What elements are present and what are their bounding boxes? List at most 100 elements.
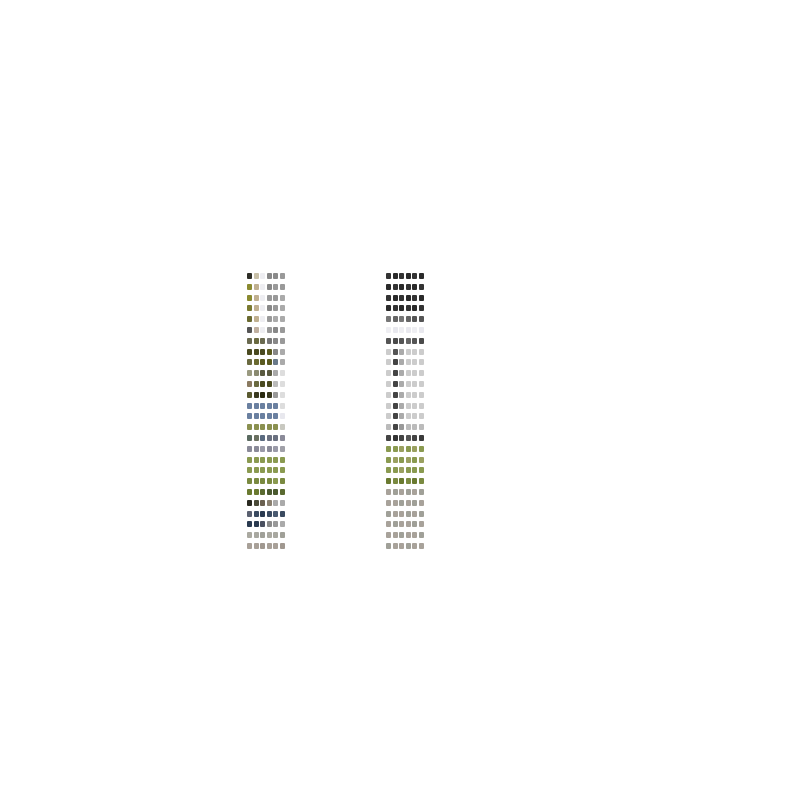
thumbnail-tile[interactable] bbox=[273, 294, 279, 301]
thumbnail-tile[interactable] bbox=[260, 521, 266, 528]
thumbnail-tile[interactable] bbox=[266, 283, 272, 290]
thumbnail-tile[interactable] bbox=[386, 510, 391, 517]
thumbnail-tile[interactable] bbox=[253, 521, 259, 528]
thumbnail-tile[interactable] bbox=[279, 370, 285, 377]
thumbnail-tile[interactable] bbox=[247, 499, 252, 506]
thumbnail-tile[interactable] bbox=[405, 348, 411, 355]
thumbnail-tile[interactable] bbox=[279, 434, 285, 441]
thumbnail-tile[interactable] bbox=[247, 359, 252, 366]
thumbnail-tile[interactable] bbox=[279, 391, 285, 398]
thumbnail-tile[interactable] bbox=[260, 370, 266, 377]
thumbnail-tile[interactable] bbox=[273, 337, 279, 344]
thumbnail-tile[interactable] bbox=[273, 510, 279, 517]
thumbnail-tile[interactable] bbox=[260, 510, 266, 517]
thumbnail-tile[interactable] bbox=[386, 326, 391, 333]
thumbnail-tile[interactable] bbox=[399, 273, 405, 279]
thumbnail-tile[interactable] bbox=[247, 402, 252, 409]
thumbnail-tile[interactable] bbox=[260, 445, 266, 452]
thumbnail-tile[interactable] bbox=[418, 456, 424, 463]
thumbnail-tile[interactable] bbox=[386, 380, 391, 387]
thumbnail-tile[interactable] bbox=[260, 499, 266, 506]
thumbnail-tile[interactable] bbox=[412, 273, 418, 279]
thumbnail-tile[interactable] bbox=[386, 424, 391, 431]
thumbnail-tile[interactable] bbox=[247, 316, 252, 323]
thumbnail-tile[interactable] bbox=[260, 348, 266, 355]
thumbnail-tile[interactable] bbox=[386, 434, 391, 441]
thumbnail-tile[interactable] bbox=[253, 337, 259, 344]
thumbnail-tile[interactable] bbox=[399, 294, 405, 301]
thumbnail-tile[interactable] bbox=[260, 413, 266, 420]
thumbnail-tile[interactable] bbox=[405, 359, 411, 366]
thumbnail-tile[interactable] bbox=[386, 499, 391, 506]
thumbnail-tile[interactable] bbox=[273, 391, 279, 398]
thumbnail-tile[interactable] bbox=[392, 391, 398, 398]
thumbnail-tile[interactable] bbox=[418, 402, 424, 409]
thumbnail-tile[interactable] bbox=[247, 337, 252, 344]
thumbnail-tile[interactable] bbox=[399, 542, 405, 549]
thumbnail-tile[interactable] bbox=[266, 348, 272, 355]
thumbnail-tile[interactable] bbox=[412, 445, 418, 452]
thumbnail-tile[interactable] bbox=[412, 434, 418, 441]
thumbnail-tile[interactable] bbox=[412, 316, 418, 323]
thumbnail-tile[interactable] bbox=[253, 294, 259, 301]
thumbnail-tile[interactable] bbox=[253, 359, 259, 366]
thumbnail-tile[interactable] bbox=[386, 413, 391, 420]
thumbnail-tile[interactable] bbox=[273, 413, 279, 420]
thumbnail-tile[interactable] bbox=[253, 532, 259, 539]
thumbnail-tile[interactable] bbox=[405, 316, 411, 323]
thumbnail-tile[interactable] bbox=[266, 467, 272, 474]
thumbnail-tile[interactable] bbox=[260, 359, 266, 366]
thumbnail-tile[interactable] bbox=[260, 488, 266, 495]
thumbnail-tile[interactable] bbox=[253, 424, 259, 431]
thumbnail-tile[interactable] bbox=[253, 316, 259, 323]
thumbnail-tile[interactable] bbox=[253, 467, 259, 474]
thumbnail-tile[interactable] bbox=[247, 413, 252, 420]
thumbnail-tile[interactable] bbox=[412, 413, 418, 420]
thumbnail-tile[interactable] bbox=[399, 305, 405, 312]
thumbnail-tile[interactable] bbox=[412, 283, 418, 290]
thumbnail-tile[interactable] bbox=[399, 434, 405, 441]
thumbnail-tile[interactable] bbox=[279, 456, 285, 463]
thumbnail-tile[interactable] bbox=[386, 273, 391, 279]
thumbnail-tile[interactable] bbox=[392, 413, 398, 420]
thumbnail-tile[interactable] bbox=[266, 521, 272, 528]
thumbnail-tile[interactable] bbox=[412, 467, 418, 474]
thumbnail-tile[interactable] bbox=[405, 510, 411, 517]
thumbnail-tile[interactable] bbox=[399, 488, 405, 495]
thumbnail-tile[interactable] bbox=[273, 316, 279, 323]
thumbnail-tile[interactable] bbox=[260, 391, 266, 398]
thumbnail-tile[interactable] bbox=[266, 273, 272, 279]
thumbnail-tile[interactable] bbox=[279, 424, 285, 431]
thumbnail-tile[interactable] bbox=[260, 294, 266, 301]
thumbnail-tile[interactable] bbox=[273, 402, 279, 409]
thumbnail-tile[interactable] bbox=[260, 424, 266, 431]
thumbnail-tile[interactable] bbox=[247, 456, 252, 463]
thumbnail-tile[interactable] bbox=[266, 456, 272, 463]
thumbnail-tile[interactable] bbox=[279, 542, 285, 549]
thumbnail-tile[interactable] bbox=[405, 273, 411, 279]
thumbnail-tile[interactable] bbox=[386, 359, 391, 366]
thumbnail-tile[interactable] bbox=[253, 380, 259, 387]
thumbnail-tile[interactable] bbox=[260, 532, 266, 539]
thumbnail-tile[interactable] bbox=[279, 478, 285, 485]
thumbnail-tile[interactable] bbox=[399, 402, 405, 409]
thumbnail-tile[interactable] bbox=[247, 424, 252, 431]
thumbnail-tile[interactable] bbox=[418, 273, 424, 279]
thumbnail-tile[interactable] bbox=[260, 337, 266, 344]
thumbnail-tile[interactable] bbox=[418, 532, 424, 539]
thumbnail-tile[interactable] bbox=[418, 424, 424, 431]
thumbnail-tile[interactable] bbox=[253, 326, 259, 333]
thumbnail-tile[interactable] bbox=[405, 467, 411, 474]
thumbnail-tile[interactable] bbox=[279, 488, 285, 495]
thumbnail-tile[interactable] bbox=[266, 326, 272, 333]
thumbnail-tile[interactable] bbox=[273, 445, 279, 452]
thumbnail-tile[interactable] bbox=[279, 380, 285, 387]
thumbnail-tile[interactable] bbox=[418, 305, 424, 312]
thumbnail-tile[interactable] bbox=[392, 294, 398, 301]
thumbnail-tile[interactable] bbox=[273, 305, 279, 312]
thumbnail-tile[interactable] bbox=[266, 316, 272, 323]
thumbnail-tile[interactable] bbox=[260, 467, 266, 474]
thumbnail-tile[interactable] bbox=[405, 294, 411, 301]
thumbnail-tile[interactable] bbox=[247, 283, 252, 290]
thumbnail-tile[interactable] bbox=[386, 348, 391, 355]
